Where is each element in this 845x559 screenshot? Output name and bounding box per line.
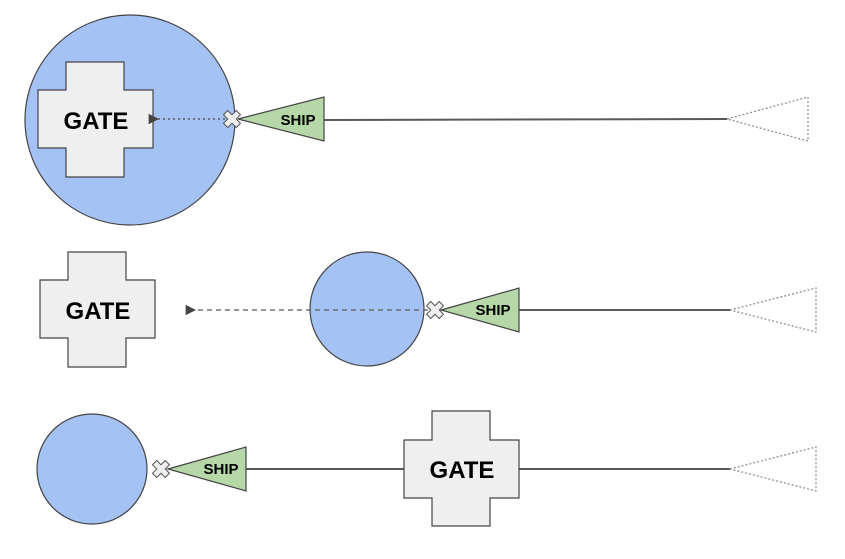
ship-shape: [237, 96, 325, 142]
gate-label: GATE: [430, 457, 495, 484]
ship-label: SHIP: [280, 112, 315, 129]
ghost-ship-outline: [724, 96, 809, 142]
gate-label: GATE: [66, 298, 131, 325]
ship-shape: [438, 287, 520, 333]
range-circle: [309, 251, 425, 367]
ghost-ship-outline: [729, 287, 817, 333]
gate-shape: [39, 251, 156, 368]
row-3: GATE SHIP: [36, 410, 817, 527]
gate-node: GATE: [37, 61, 154, 178]
gate-node: GATE: [403, 410, 520, 527]
gate-shape: [403, 410, 520, 527]
ghost-ship-outline: [729, 446, 817, 492]
x-cross-icon: [151, 459, 171, 479]
ship-label: SHIP: [475, 302, 510, 319]
ship-node: SHIP: [438, 287, 520, 333]
x-cross-icon: [222, 109, 242, 129]
ship-shape: [165, 446, 247, 492]
range-circle: [36, 413, 148, 525]
gate-label: GATE: [64, 108, 129, 135]
gate-node: GATE: [39, 251, 156, 368]
x-cross-icon: [425, 300, 445, 320]
flight-path-line: [321, 118, 728, 121]
ship-node: SHIP: [237, 96, 325, 142]
ship-label: SHIP: [203, 461, 238, 478]
gate-shape: [37, 61, 154, 178]
ship-node: SHIP: [165, 446, 247, 492]
row-2: GATE SHIP: [39, 251, 817, 368]
row-1: GATE SHIP: [24, 14, 809, 226]
